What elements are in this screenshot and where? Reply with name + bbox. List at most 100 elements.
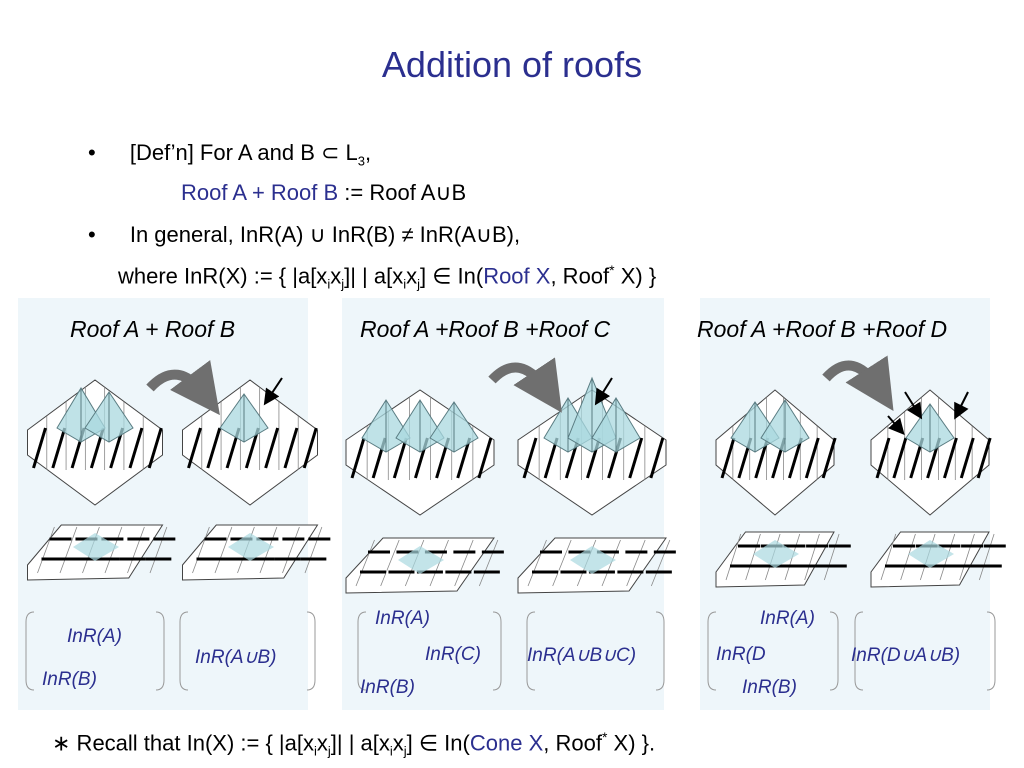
p2-tile-left-tile-grid bbox=[478, 539, 499, 587]
bullet-2: • In general, InR(A) ∪ InR(B) ≠ InR(A∪B)… bbox=[88, 222, 520, 248]
p1-pointer-arrow bbox=[263, 377, 283, 406]
p2-tile-left-tile-grid bbox=[454, 539, 474, 587]
footer-sub-j: j bbox=[327, 743, 331, 759]
p3-cube-right-bold-edge bbox=[976, 437, 992, 479]
bullet-1-sub: 3 bbox=[357, 153, 366, 169]
p1-tile-left-tile-shade bbox=[73, 533, 119, 561]
p1-cube-right-cube-outline bbox=[182, 379, 318, 506]
p2-tile-left-tile-grid bbox=[355, 539, 375, 587]
p1-tile-right-tile-grid bbox=[192, 526, 210, 574]
bullet-1: • [Def’n] For A and B ⊂ L3, bbox=[88, 140, 371, 168]
p3-tile-right-tile-grid bbox=[959, 533, 975, 581]
footer-sub-i2: i bbox=[389, 743, 393, 759]
p2-tile-left-tile-shade bbox=[398, 546, 444, 574]
where-text-2: x bbox=[330, 263, 342, 289]
p3-cube-left-bold-edge bbox=[787, 437, 803, 479]
p2-tile-left-tile-grid bbox=[429, 539, 449, 587]
p1-tile-left-tile-grid bbox=[127, 526, 145, 574]
p3-cube-right-bold-edge bbox=[959, 437, 975, 479]
where-sub-j: j bbox=[341, 276, 345, 292]
p1-cube-right-bold-edge bbox=[206, 427, 222, 469]
p1-cube-right-bold-edge bbox=[302, 427, 318, 469]
p2-tile-right-tile-grid bbox=[626, 539, 646, 587]
where-sub-i: i bbox=[327, 276, 331, 292]
p1-bracket-left-right bbox=[155, 611, 165, 691]
panel-1-label-inr-a: InR(A) bbox=[67, 626, 122, 647]
panel-2-title: Roof A +Roof B +Roof C bbox=[360, 316, 611, 342]
p1-tile-right-tile-grid bbox=[282, 526, 300, 574]
p1-tile-right-tile-grid bbox=[214, 526, 233, 574]
footer-note: ∗ Recall that In(X) := { |a[xixj]| | a[x… bbox=[52, 729, 655, 759]
p2-tile-right-tile-grid bbox=[552, 539, 572, 587]
bullet-dot: • bbox=[88, 222, 96, 247]
p2-bracket-left-left bbox=[357, 611, 367, 691]
p3-tile-right-tile-grid bbox=[978, 533, 995, 581]
p3-cube-right-bold-edge bbox=[875, 437, 891, 479]
panel-3-title: Roof A +Roof B +Roof D bbox=[697, 316, 948, 342]
footer-text-2: x bbox=[316, 730, 328, 756]
bullet-1-text-a: [Def’n] For A and B bbox=[129, 140, 321, 165]
p3-cube-left-cube-outline bbox=[715, 389, 835, 516]
figure-group bbox=[25, 355, 1006, 691]
footer-sub-i: i bbox=[313, 743, 317, 759]
p2-tile-right-tile-shade bbox=[570, 546, 616, 574]
definition-lhs: Roof A + Roof B bbox=[181, 180, 339, 205]
p3-tile-left-tile-grid bbox=[804, 533, 820, 581]
p1-tile-left-tile-grid bbox=[59, 526, 78, 574]
slide-title: Addition of roofs bbox=[381, 44, 643, 85]
p3-curved-arrow bbox=[822, 355, 894, 412]
p1-tile-right-tile-grid bbox=[304, 526, 323, 574]
bullet-1-text-c: , bbox=[365, 140, 372, 165]
p3-tile-left-tile-grid bbox=[725, 533, 742, 581]
p3-cube-left-bold-edge bbox=[720, 437, 736, 479]
where-text-1: where InR(X) := { |a[x bbox=[118, 263, 328, 289]
p2-tile-right-tile-grid bbox=[527, 539, 547, 587]
bullet-dot: • bbox=[88, 140, 96, 165]
p2-cube-left-bold-edge bbox=[477, 437, 493, 479]
bullet-1-definition: Roof A + Roof B := Roof A∪B bbox=[181, 180, 466, 206]
footer-star: ∗ bbox=[52, 730, 71, 756]
p2-cube-left-bold-edge bbox=[350, 437, 366, 479]
p2-curved-arrow bbox=[488, 357, 562, 413]
p2-tile-right-tile-grid bbox=[650, 539, 671, 587]
panel-3-label-inr-a: InR(A) bbox=[760, 608, 815, 629]
p2-bracket-right-right bbox=[655, 611, 665, 691]
where-text-7: X) } bbox=[614, 263, 657, 289]
p2-cube-right-bold-edge bbox=[649, 437, 665, 479]
p3-cube-left-bold-edge bbox=[804, 437, 820, 479]
bullet-2-text: In general, InR(A) ∪ InR(B) ≠ InR(A∪B), bbox=[129, 222, 521, 247]
p3-cube-right-bold-edge bbox=[892, 437, 908, 479]
p1-tile-left-tile-grid bbox=[149, 526, 168, 574]
p1-bracket-right-left bbox=[179, 611, 189, 691]
p2-bracket-left-right bbox=[492, 611, 502, 691]
panel-3-label-inr-d: InR(D bbox=[716, 644, 766, 665]
panel-3-label-inr-b: InR(B) bbox=[742, 677, 797, 698]
p3-bracket-left-right bbox=[829, 611, 839, 691]
where-text-5: ] ∈ In( bbox=[420, 263, 484, 289]
panel-2-label-inr-c: InR(C) bbox=[425, 644, 481, 665]
p3-tile-right-tile-grid bbox=[900, 533, 916, 581]
p1-tile-right-tile-shade bbox=[228, 533, 274, 561]
where-star: * bbox=[609, 262, 615, 278]
p1-cube-left-bold-edge bbox=[128, 427, 144, 469]
p3-tile-left-tile-grid bbox=[745, 533, 761, 581]
definition-rhs: := Roof A∪B bbox=[338, 180, 467, 205]
footer-star-sup: * bbox=[601, 729, 608, 745]
panel-1-label-inr-b: InR(B) bbox=[42, 669, 97, 690]
p2-cube-left-bold-edge bbox=[456, 437, 472, 479]
where-text-4: x bbox=[406, 263, 418, 289]
p2-tile-right-tile-grid bbox=[601, 539, 621, 587]
p2-bracket-right-left bbox=[526, 611, 536, 691]
footer-sub-j2: j bbox=[403, 743, 407, 759]
p3-pointer-arrow-1 bbox=[904, 391, 923, 420]
p1-cube-left-bold-edge bbox=[51, 427, 67, 469]
p1-cube-left-bold-edge bbox=[32, 427, 47, 469]
footer-text-5: ] ∈ In( bbox=[406, 730, 470, 756]
p2-tile-left-tile-grid bbox=[380, 539, 400, 587]
panel-2-label-inr-b: InR(B) bbox=[360, 677, 415, 698]
panel-1-label-inr-ab: InR(A∪B) bbox=[195, 647, 277, 668]
bullet-2-where: where InR(X) := { |a[xixj]| | a[xixj] ∈ … bbox=[118, 262, 656, 292]
p3-bracket-right-right bbox=[986, 611, 996, 691]
p2-cube-right-bold-edge bbox=[628, 437, 644, 479]
